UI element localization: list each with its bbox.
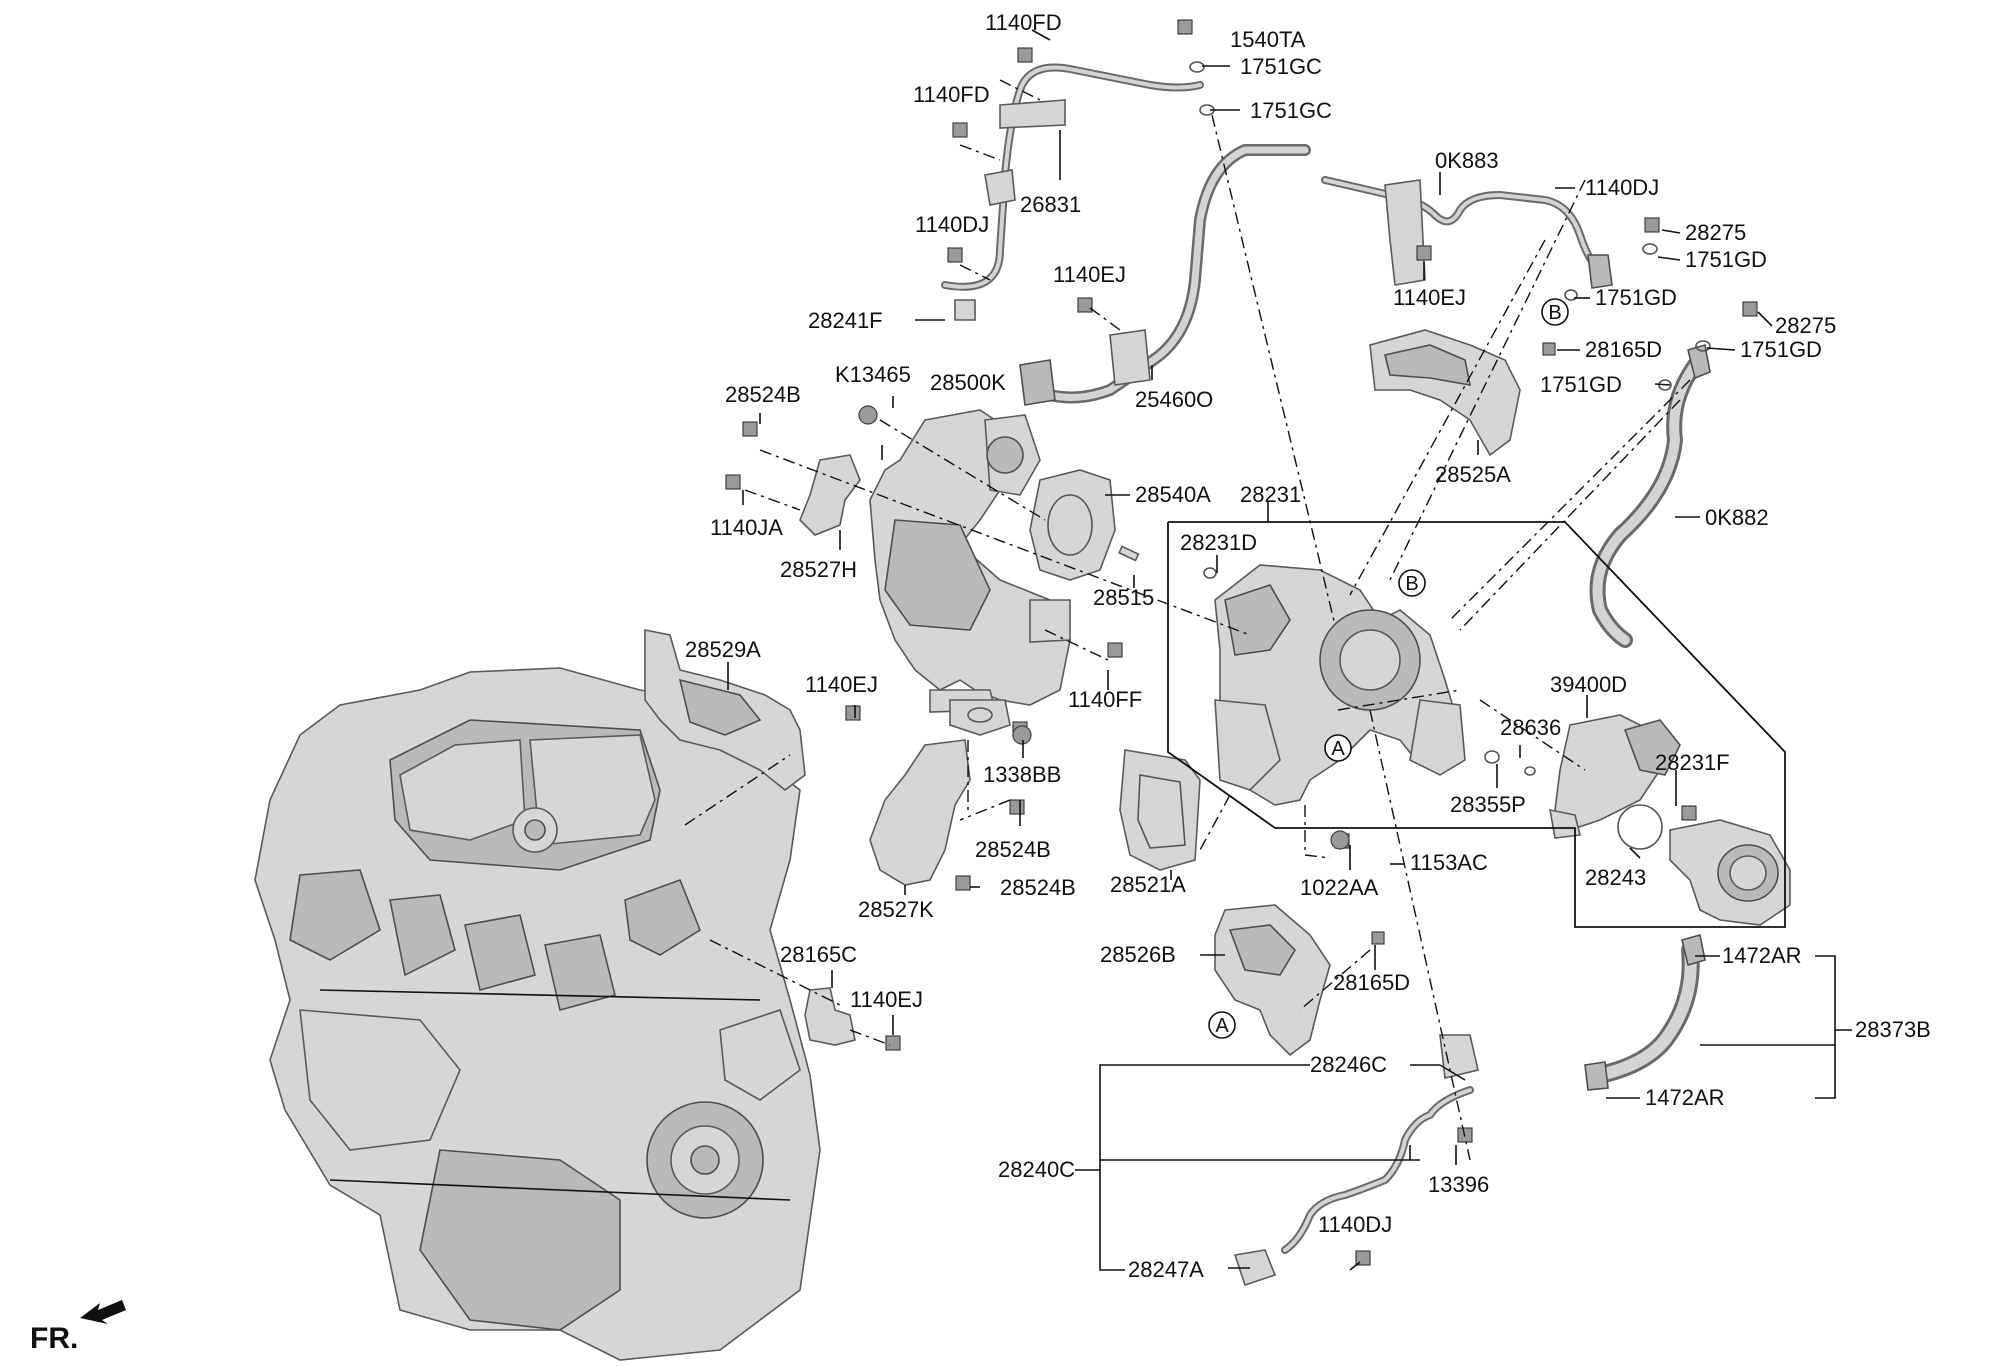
part-label: 28515 — [1093, 585, 1154, 610]
part-label: 26831 — [1020, 192, 1081, 217]
callout-b-turbo-letter: B — [1405, 573, 1418, 595]
front-arrow-icon — [80, 1300, 126, 1324]
part-label: 25460O — [1135, 387, 1213, 412]
part-label: 1751GD — [1595, 285, 1677, 310]
leader-lines — [727, 29, 1852, 1271]
gasket-28521A — [1119, 749, 1201, 871]
part-label: 28165D — [1333, 970, 1410, 995]
part-label: 1140FD — [985, 10, 1062, 35]
callout-a-shield: A — [1208, 1011, 1236, 1039]
front-orientation-indicator: FR. — [30, 1300, 126, 1355]
part-label: 1140JA — [710, 515, 783, 540]
callout-a-turbo-letter: A — [1331, 738, 1345, 760]
part-label: 28540A — [1135, 482, 1211, 507]
part-label: 28636 — [1500, 715, 1561, 740]
part-label: 28243 — [1585, 865, 1646, 890]
part-label: 28275 — [1685, 220, 1746, 245]
reference-callouts: B B A A — [1208, 298, 1569, 1039]
part-label: 1751GC — [1250, 98, 1332, 123]
part-label: 1140DJ — [915, 212, 989, 237]
bracket-28527K — [869, 699, 1011, 886]
outlet-elbow-28243 — [1617, 804, 1791, 926]
part-label: 0K882 — [1705, 505, 1769, 530]
part-label: 1140EJ — [805, 672, 878, 697]
part-label: 28526B — [1100, 942, 1176, 967]
part-label: 28165C — [780, 942, 857, 967]
part-label: 28527H — [780, 557, 857, 582]
catalytic-converter-28500K — [869, 409, 1071, 713]
part-label: K13465 — [835, 362, 911, 387]
coolant-pipe-0K883 — [1321, 176, 1613, 289]
part-label: 28525A — [1435, 462, 1511, 487]
oil-feed-pipe — [941, 63, 1204, 321]
actuator-39400D — [1549, 714, 1681, 839]
part-label: 1140EJ — [1053, 262, 1126, 287]
part-label: 1140FF — [1068, 687, 1142, 712]
part-label: 28355P — [1450, 792, 1526, 817]
part-label: 28275 — [1775, 313, 1836, 338]
part-label: 28165D — [1585, 337, 1662, 362]
part-label: 1140FD — [913, 82, 990, 107]
part-label: 28524B — [725, 382, 801, 407]
part-label: 1472AR — [1722, 943, 1802, 968]
part-label: 28527K — [858, 897, 934, 922]
bracket-28527H — [799, 454, 861, 536]
part-label: 28231 — [1240, 482, 1301, 507]
part-labels: 1140FD 1540TA 1751GC 1140FD 1751GC 26831… — [685, 10, 1931, 1282]
heat-shield-28529A — [644, 629, 806, 792]
part-label: 13396 — [1428, 1172, 1489, 1197]
part-label: 1153AC — [1410, 850, 1488, 875]
front-label: FR. — [30, 1322, 78, 1355]
part-label: 28231D — [1180, 530, 1257, 555]
callout-a-turbo: A — [1324, 734, 1352, 762]
part-label: 28500K — [930, 370, 1006, 395]
heat-shield-28526B — [1214, 904, 1331, 1057]
part-label: 28231F — [1655, 750, 1730, 775]
callout-b-top: B — [1541, 298, 1569, 326]
part-label: 28524B — [975, 837, 1051, 862]
part-label: 28529A — [685, 637, 761, 662]
part-label: 1751GD — [1540, 372, 1622, 397]
fasteners — [725, 19, 1758, 1266]
callout-a-shield-letter: A — [1215, 1015, 1229, 1037]
part-label: 1140DJ — [1318, 1212, 1392, 1237]
assembly-lines — [684, 79, 1691, 1161]
coolant-hose-0K882 — [1589, 343, 1711, 648]
part-label: 1540TA — [1230, 27, 1306, 52]
bracket-28165C — [804, 987, 856, 1046]
engine-block — [254, 667, 821, 1361]
part-label: 1338BB — [983, 762, 1061, 787]
gasket-28540A — [1029, 469, 1116, 581]
part-label: 1140EJ — [1393, 285, 1466, 310]
part-label: 0K883 — [1435, 148, 1499, 173]
callout-b-top-letter: B — [1548, 302, 1561, 324]
part-label: 1022AA — [1300, 875, 1379, 900]
part-label: 1472AR — [1645, 1085, 1725, 1110]
part-label: 28246C — [1310, 1052, 1387, 1077]
part-label: 1751GD — [1685, 247, 1767, 272]
oil-return-pipe-28240C — [1233, 1034, 1479, 1287]
part-label: 28524B — [1000, 875, 1076, 900]
coolant-pipe-25460O — [1019, 144, 1311, 406]
part-label: 28373B — [1855, 1017, 1931, 1042]
coolant-hose-28373B — [1584, 933, 1706, 1091]
part-label: 28240C — [998, 1157, 1075, 1182]
callout-b-turbo: B — [1398, 569, 1426, 597]
part-label: 28521A — [1110, 872, 1186, 897]
part-label: 39400D — [1550, 672, 1627, 697]
part-label: 1751GC — [1240, 54, 1322, 79]
part-label: 28241F — [808, 308, 883, 333]
part-label: 1140EJ — [850, 987, 923, 1012]
part-label: 28247A — [1128, 1257, 1204, 1282]
part-label: 1751GD — [1740, 337, 1822, 362]
heat-shield-28525A — [1369, 329, 1521, 457]
part-label: 1140DJ — [1585, 175, 1659, 200]
turbocharger-28231 — [1214, 564, 1466, 806]
